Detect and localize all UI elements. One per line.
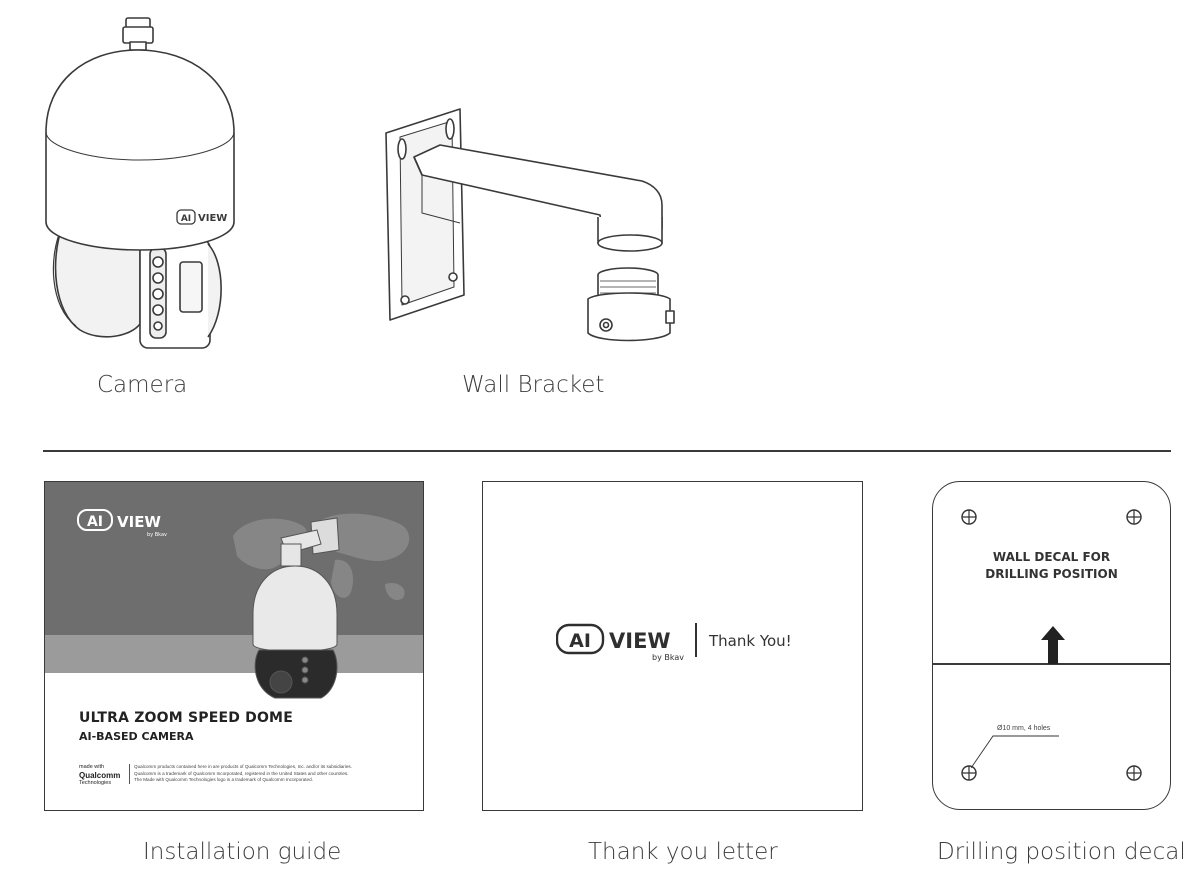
holes-note: Ø10 mm, 4 holes (997, 725, 1051, 732)
guide-logo: AI VIEW by Bkav (77, 509, 167, 538)
made-with-qualcomm: made with Qualcomm Technologies (79, 764, 121, 786)
svg-text:VIEW: VIEW (198, 213, 227, 224)
crosshair-icon-bottom-right (1126, 765, 1142, 781)
caption-drilling-decal: Drilling position decal (937, 839, 1186, 865)
guide-cover-band (45, 635, 423, 673)
guide-legal-text: Qualcomm products contained here in are … (129, 764, 404, 784)
svg-text:AI: AI (569, 630, 591, 652)
svg-text:by Bkav: by Bkav (147, 532, 167, 538)
thank-you-text: Thank You! (709, 632, 792, 650)
crosshair-icon-bottom-left (961, 765, 977, 781)
up-arrow-icon (1041, 626, 1065, 664)
caption-wall-bracket: Wall Bracket (462, 372, 605, 398)
caption-thank-you-letter: Thank you letter (588, 839, 778, 865)
drilling-position-decal: WALL DECAL FOR DRILLING POSITION Ø10 mm,… (932, 481, 1171, 810)
wall-bracket-illustration (385, 108, 675, 342)
svg-text:VIEW: VIEW (117, 513, 161, 531)
letter-logo: AI VIEW by Bkav (556, 623, 684, 662)
crosshair-icon-top-left (961, 509, 977, 525)
camera-logo: AI VIEW (176, 209, 227, 225)
thank-you-letter: AI VIEW by Bkav Thank You! (482, 481, 863, 811)
svg-text:VIEW: VIEW (609, 629, 671, 653)
guide-subheadline: AI-BASED CAMERA (79, 730, 194, 743)
caption-camera: Camera (97, 372, 188, 398)
letter-logo-separator (695, 623, 697, 657)
guide-camera-image (252, 517, 340, 699)
section-divider (43, 450, 1171, 452)
svg-text:AI: AI (87, 514, 103, 530)
camera-illustration: AI VIEW (45, 17, 235, 349)
installation-guide-cover: AI VIEW by Bkav ULTRA ZOOM SPEED DOME AI… (44, 481, 424, 811)
svg-text:AI: AI (181, 214, 191, 224)
crosshair-icon-top-right (1126, 509, 1142, 525)
svg-text:by Bkav: by Bkav (652, 653, 684, 662)
guide-headline: ULTRA ZOOM SPEED DOME (79, 710, 293, 726)
decal-title: WALL DECAL FOR DRILLING POSITION (985, 550, 1118, 581)
holes-leader-line (971, 735, 1059, 769)
caption-installation-guide: Installation guide (143, 839, 342, 865)
